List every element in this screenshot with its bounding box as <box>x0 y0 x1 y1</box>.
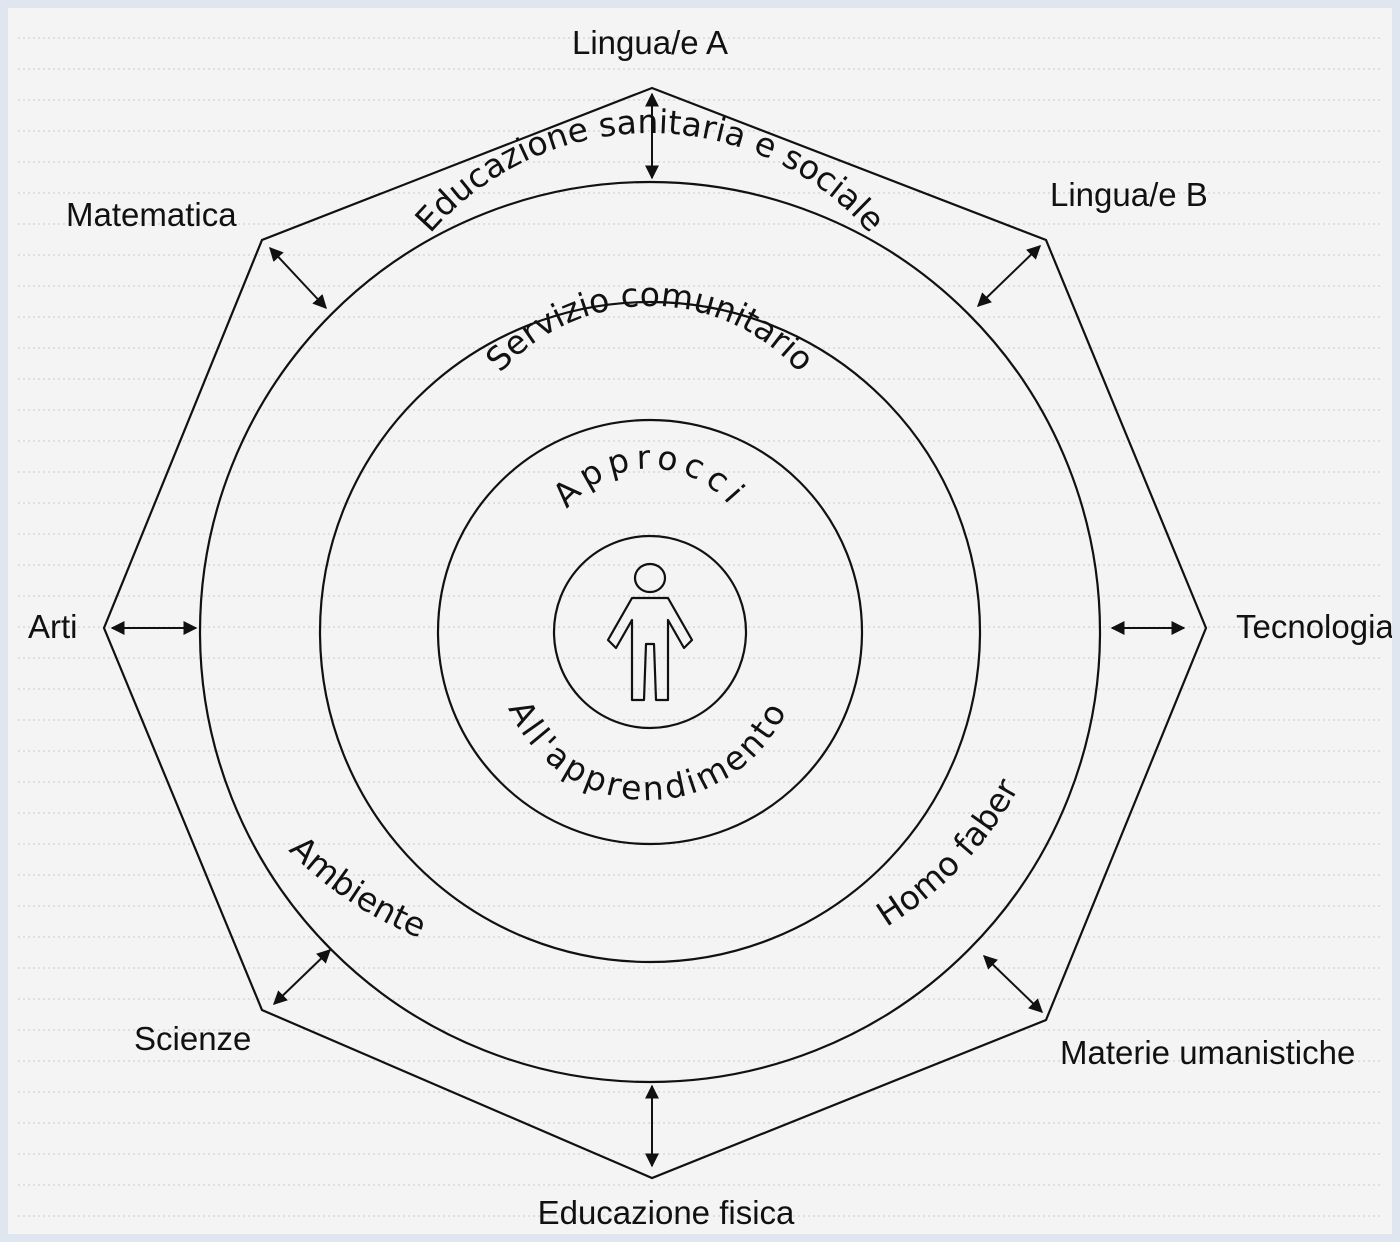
arrow-top-left <box>269 246 327 310</box>
ring-label-apprendimento: All'apprendimento <box>501 694 795 809</box>
label-right: Tecnologia <box>1236 608 1392 645</box>
ring-inner <box>436 418 864 846</box>
label-bottom-right: Materie umanistiche <box>1060 1034 1355 1071</box>
label-left: Arti <box>28 608 78 645</box>
diagram-canvas: Lingua/e A Lingua/e B Tecnologia Materie… <box>8 8 1392 1234</box>
diagram-svg: Lingua/e A Lingua/e B Tecnologia Materie… <box>18 24 1392 1231</box>
background-texture <box>18 37 1382 1217</box>
ring-label-ambiente: Ambiente <box>282 828 432 945</box>
ring-label-outer-path: Educazione sanitaria e sociale <box>407 102 893 239</box>
label-top-right: Lingua/e B <box>1050 176 1208 213</box>
ring-label-outer: Educazione sanitaria e sociale <box>407 102 893 239</box>
ring-label-middle-path: Servizio comunitario <box>478 275 822 379</box>
label-top-left: Matematica <box>66 196 237 233</box>
arrow-bottom-right <box>982 955 1044 1013</box>
ring-label-approcci: Approcci <box>545 437 756 514</box>
ring-label-middle: Servizio comunitario <box>478 275 822 379</box>
label-bottom-left: Scienze <box>134 1020 251 1057</box>
arrow-bottom-left <box>272 949 332 1005</box>
ring-middle <box>318 300 982 964</box>
ring-label-ambiente-path: Ambiente <box>282 828 432 945</box>
label-bottom: Educazione fisica <box>538 1194 795 1231</box>
ring-label-approcci-path: Approcci <box>545 437 750 514</box>
outer-octagon <box>102 86 1208 1180</box>
ring-core <box>552 534 748 730</box>
arrow-top-right <box>976 245 1042 307</box>
person-icon <box>606 562 694 702</box>
ring-outer <box>198 180 1102 1084</box>
ring-label-apprendimento-path: All'apprendimento <box>501 694 792 809</box>
label-top: Lingua/e A <box>572 24 728 61</box>
